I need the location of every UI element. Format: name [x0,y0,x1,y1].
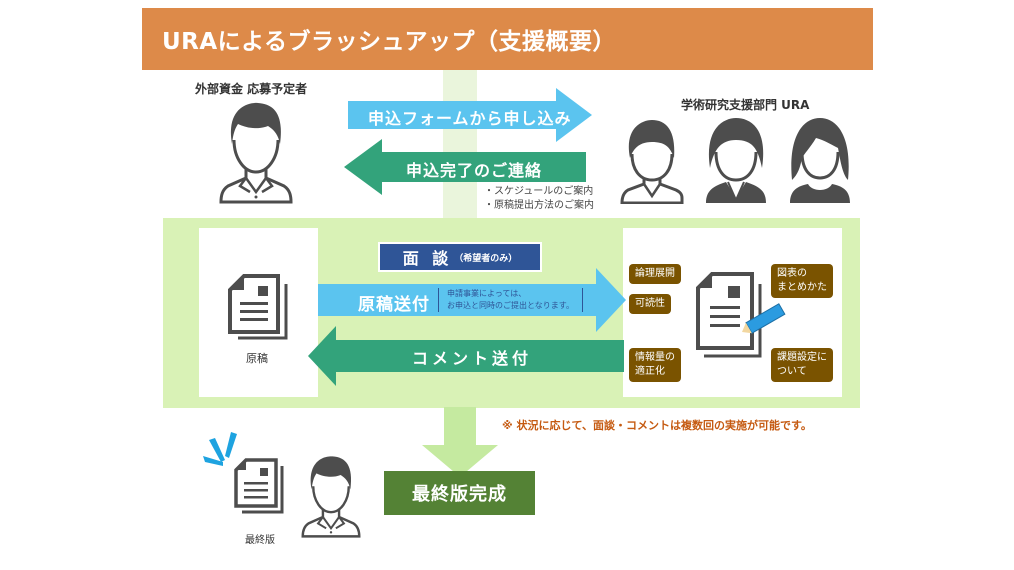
review-point-readability: 可読性 [629,294,671,314]
confirm-note-submission: ・原稿提出方法のご案内 [484,200,594,211]
confirm-note-schedule: ・スケジュールのご案内 [484,186,594,197]
interview-sublabel: （希望者のみ） [454,253,518,264]
apply-arrow-label: 申込フォームから申し込み [368,109,572,128]
down-arrow [422,407,498,477]
review-point-figures-line2: まとめかた [777,282,827,293]
send-draft-note-line2: お申込と同時のご提出となります。 [447,301,574,310]
page-title: URAによるブラッシュアップ（支援概要） [162,29,617,55]
send-draft-note: 申請事業によっては、 お申込と同時のご提出となります。 [438,288,583,312]
flow-connector-top [443,70,477,220]
final-person-icon [301,456,361,538]
interview-badge: 面 談 （希望者のみ） [378,242,542,272]
ura-person-female-icon [790,118,850,203]
review-point-info-amount-line1: 情報量の [635,352,675,363]
comment-arrow [308,326,624,386]
review-point-issue-setting-line2: ついて [777,366,807,377]
final-version-box: 最終版完成 [384,471,535,515]
review-point-info-amount-line2: 適正化 [635,366,665,377]
draft-document-icon [228,274,288,340]
apply-arrow [348,88,592,142]
sparkle-icon [203,432,237,466]
ura-staff-icons [620,118,850,204]
confirm-arrow [344,139,586,195]
send-draft-note-line1: 申請事業によっては、 [447,289,527,298]
review-document-pencil-icon [696,272,786,358]
final-document-icon [234,458,284,514]
review-point-issue-setting-line1: 課題設定に [777,352,827,363]
applicant-person-icon [219,102,293,204]
applicant-label: 外部資金 応募予定者 [195,82,308,96]
confirm-arrow-label: 申込完了のご連絡 [406,161,543,180]
draft-label: 原稿 [246,352,268,365]
title-bar [142,8,873,70]
interview-label: 面 談 [402,249,453,268]
footnote: ※ 状況に応じて、面談・コメントは複数回の実施が可能です。 [502,419,812,432]
review-point-figures: 図表の まとめかた [771,264,833,298]
review-point-figures-line1: 図表の [777,268,807,279]
send-draft-arrow [318,268,626,332]
review-point-issue-setting: 課題設定に ついて [771,348,833,382]
send-draft-label: 原稿送付 [358,295,430,315]
review-point-info-amount: 情報量の 適正化 [629,348,681,382]
ura-label: 学術研究支援部門 URA [681,98,810,112]
final-doc-label: 最終版 [245,535,275,546]
comment-arrow-label: コメント送付 [412,349,533,368]
review-point-logic: 論理展開 [629,264,681,284]
ura-person-female-suit-icon [706,118,766,203]
ura-person-male-icon [620,120,684,204]
